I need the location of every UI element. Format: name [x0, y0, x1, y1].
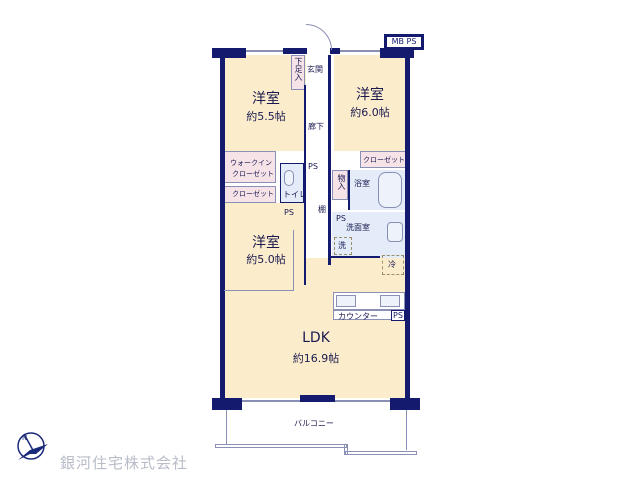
svg-text:N: N [22, 434, 27, 442]
mb-ps-label: MB PS [387, 37, 421, 47]
exterior-wall-top-middle [283, 48, 307, 54]
room-2-size: 約6.0帖 [350, 106, 390, 119]
closet-right-label: クローゼット [363, 156, 405, 164]
exterior-wall-top-left [212, 48, 246, 58]
exterior-wall-top-middle-2 [330, 48, 340, 54]
bathroom-label: 浴室 [354, 179, 370, 188]
closet-left-label: クローゼット [232, 190, 274, 198]
room-3-name: 洋室 [252, 235, 280, 251]
washer-space [334, 237, 352, 255]
bathtub [378, 172, 402, 208]
ps-label-3: PS [336, 214, 346, 223]
ldk-name: LDK [302, 330, 330, 346]
fridge-space [382, 255, 404, 275]
window-top-right [340, 50, 380, 52]
compass-logo: N [16, 430, 50, 464]
storage-label: 物入 [337, 174, 346, 190]
washroom-wall-bottom [330, 256, 380, 258]
hallway-floor [306, 85, 328, 295]
bottom-sill [300, 395, 335, 402]
window-top-left [246, 50, 283, 52]
entrance-label: 玄関 [307, 65, 323, 74]
stove-icon [380, 295, 400, 307]
balcony-edge-right [345, 451, 417, 455]
balcony-edge-step [344, 444, 348, 455]
toilet-label: トイレ [283, 190, 307, 199]
bath-wall [348, 170, 350, 210]
ps-label-1: PS [308, 162, 318, 171]
washbasin [387, 222, 403, 242]
toilet-fixture [284, 170, 294, 186]
room-3-wall-bottom [224, 290, 294, 291]
window-bottom-left [242, 400, 300, 402]
exterior-wall-bottom-left [212, 398, 242, 410]
washer-label: 洗 [338, 241, 346, 250]
room-1-size: 約5.5帖 [246, 110, 286, 123]
washroom-label: 洗面室 [346, 223, 370, 232]
company-name: 銀河住宅株式会社 [60, 454, 189, 472]
window-bottom-right [335, 400, 390, 402]
room-2-name: 洋室 [356, 87, 384, 103]
ps-label-2: PS [284, 208, 294, 217]
western-room-2-floor [334, 55, 406, 151]
shelf-label: 棚 [318, 205, 326, 214]
ps-label-kitchen: PS [392, 311, 404, 320]
balcony-label: バルコニー [294, 419, 334, 428]
exterior-wall-left [220, 48, 225, 400]
entrance-door[interactable] [306, 24, 332, 50]
hallway-label: 廊下 [308, 122, 324, 131]
kitchen-floor [306, 258, 406, 298]
walk-in-closet-label-1: ウォークイン [230, 159, 272, 167]
exterior-wall-bottom-right [390, 398, 420, 410]
balcony-right-rail [406, 410, 407, 450]
exterior-wall-right [405, 48, 410, 400]
fridge-label: 冷 [388, 260, 396, 269]
sink-icon [336, 295, 356, 307]
hallway-wall-left [304, 85, 306, 285]
room-1-name: 洋室 [252, 91, 280, 107]
counter-label: カウンター [338, 312, 378, 321]
exterior-wall-top-right [380, 48, 414, 58]
balcony-left-rail [226, 410, 227, 445]
room-3-wall-right [293, 230, 294, 291]
storage-closet [332, 170, 348, 200]
walk-in-closet-label-2: クローゼット [232, 170, 274, 178]
room-3-size: 約5.0帖 [246, 253, 286, 266]
balcony-edge-left [215, 444, 347, 448]
shoe-closet [291, 55, 305, 90]
shoe-closet-label: 下足入 [294, 57, 303, 81]
ldk-size: 約16.9帖 [292, 352, 340, 365]
hallway-wall-right [328, 55, 331, 265]
compass-bird-icon: N [17, 432, 48, 460]
walk-in-closet [224, 151, 276, 183]
